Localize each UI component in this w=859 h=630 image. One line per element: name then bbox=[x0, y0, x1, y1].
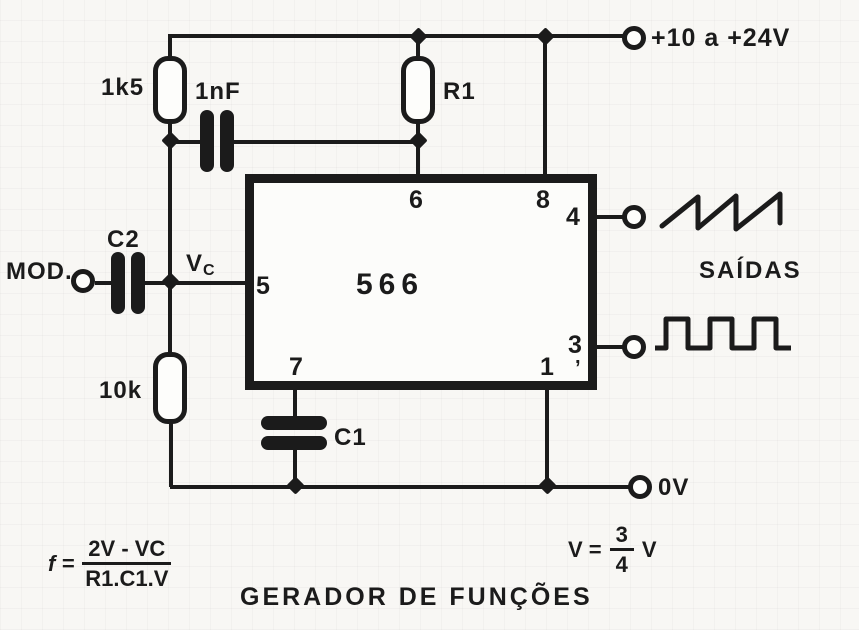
capacitor-1nf-plate-right bbox=[220, 110, 234, 172]
square-output-terminal bbox=[622, 335, 646, 359]
mod-input-terminal bbox=[71, 269, 95, 293]
junction-c1-ground bbox=[286, 476, 305, 495]
frequency-formula-lhs: f = bbox=[48, 550, 75, 576]
frequency-formula: f = 2V - VC R1.C1.V bbox=[48, 537, 172, 592]
pin-3-stray-mark: , bbox=[575, 346, 581, 368]
wire-10k-bottom-stub bbox=[169, 422, 173, 487]
wire-ground-rail bbox=[170, 485, 630, 489]
amplitude-formula-fraction: 3 4 bbox=[609, 523, 634, 578]
vc-subscript: C bbox=[203, 262, 216, 279]
ground-label: 0V bbox=[658, 474, 690, 501]
wire-1nf-left bbox=[170, 140, 204, 144]
capacitor-1nf-label: 1nF bbox=[195, 78, 241, 105]
wire-supply-rail bbox=[168, 34, 624, 38]
resistor-r1-label: R1 bbox=[443, 78, 476, 105]
frequency-formula-fraction: 2V - VC R1.C1.V bbox=[82, 537, 172, 592]
pin-4-label: 4 bbox=[566, 203, 580, 231]
amplitude-formula-denominator: 4 bbox=[615, 552, 628, 578]
wire-1k5-top-stub bbox=[168, 36, 172, 62]
wire-left-column bbox=[168, 120, 172, 356]
resistor-1k5-label: 1k5 bbox=[101, 74, 145, 101]
wire-pin8-vert bbox=[543, 36, 547, 178]
wire-1nf-right bbox=[233, 140, 420, 144]
mod-input-label: MOD. bbox=[6, 258, 73, 285]
junction-pin1-ground bbox=[538, 476, 557, 495]
supply-voltage-label: +10 a +24V bbox=[651, 24, 791, 52]
resistor-1k5 bbox=[153, 56, 187, 124]
ic-566-label: 566 bbox=[356, 268, 425, 301]
capacitor-c2-label: C2 bbox=[107, 226, 140, 253]
vc-node-label: VC bbox=[186, 250, 216, 279]
ground-terminal bbox=[628, 475, 652, 499]
pin-1-label: 1 bbox=[540, 353, 554, 381]
resistor-10k-label: 10k bbox=[99, 377, 143, 404]
wire-c2-to-node bbox=[144, 281, 172, 285]
sawtooth-wave-icon bbox=[659, 191, 783, 232]
resistor-10k bbox=[153, 352, 187, 424]
junction-rail-r1 bbox=[409, 27, 428, 46]
capacitor-c2-plate-left bbox=[111, 252, 125, 314]
wire-pin7-stub bbox=[293, 384, 297, 420]
pin-8-label: 8 bbox=[536, 186, 550, 214]
pin-3-label: 3 bbox=[568, 331, 582, 359]
ic-566-body bbox=[245, 174, 597, 390]
junction-r1-1nf bbox=[409, 131, 428, 150]
frequency-formula-denominator: R1.C1.V bbox=[85, 566, 169, 592]
pin-6-label: 6 bbox=[409, 186, 423, 214]
frequency-formula-numerator: 2V - VC bbox=[82, 537, 172, 566]
wire-pin1-vert bbox=[545, 384, 549, 489]
wire-mod-to-c2 bbox=[95, 281, 116, 285]
capacitor-1nf-plate-left bbox=[200, 110, 214, 172]
junction-vc-node bbox=[161, 272, 180, 291]
amplitude-formula-numerator: 3 bbox=[609, 523, 634, 552]
pin-5-label: 5 bbox=[256, 272, 270, 300]
sawtooth-output-terminal bbox=[622, 205, 646, 229]
page-title: GERADOR DE FUNÇÕES bbox=[240, 583, 593, 611]
resistor-r1 bbox=[401, 56, 435, 124]
square-wave-icon bbox=[655, 316, 791, 351]
wire-c1-bottom-stub bbox=[293, 446, 297, 489]
wire-pin5 bbox=[170, 281, 249, 285]
amplitude-formula: V = 3 4 V bbox=[568, 523, 657, 576]
capacitor-c2-plate-right bbox=[131, 252, 145, 314]
wire-r1-top-stub bbox=[416, 36, 420, 60]
outputs-label: SAÍDAS bbox=[699, 257, 802, 284]
junction-rail-pin8 bbox=[536, 27, 555, 46]
capacitor-c1-plate-bottom bbox=[261, 436, 327, 450]
capacitor-c1-label: C1 bbox=[334, 424, 367, 451]
supply-terminal bbox=[622, 26, 646, 50]
junction-1k5-1nf bbox=[161, 131, 180, 150]
wire-pin3 bbox=[595, 345, 624, 349]
pin-7-label: 7 bbox=[289, 353, 303, 381]
amplitude-formula-rhs: V bbox=[641, 536, 657, 562]
capacitor-c1-plate-top bbox=[261, 416, 327, 430]
wire-pin4 bbox=[595, 215, 624, 219]
amplitude-formula-lhs: V = bbox=[568, 536, 602, 562]
